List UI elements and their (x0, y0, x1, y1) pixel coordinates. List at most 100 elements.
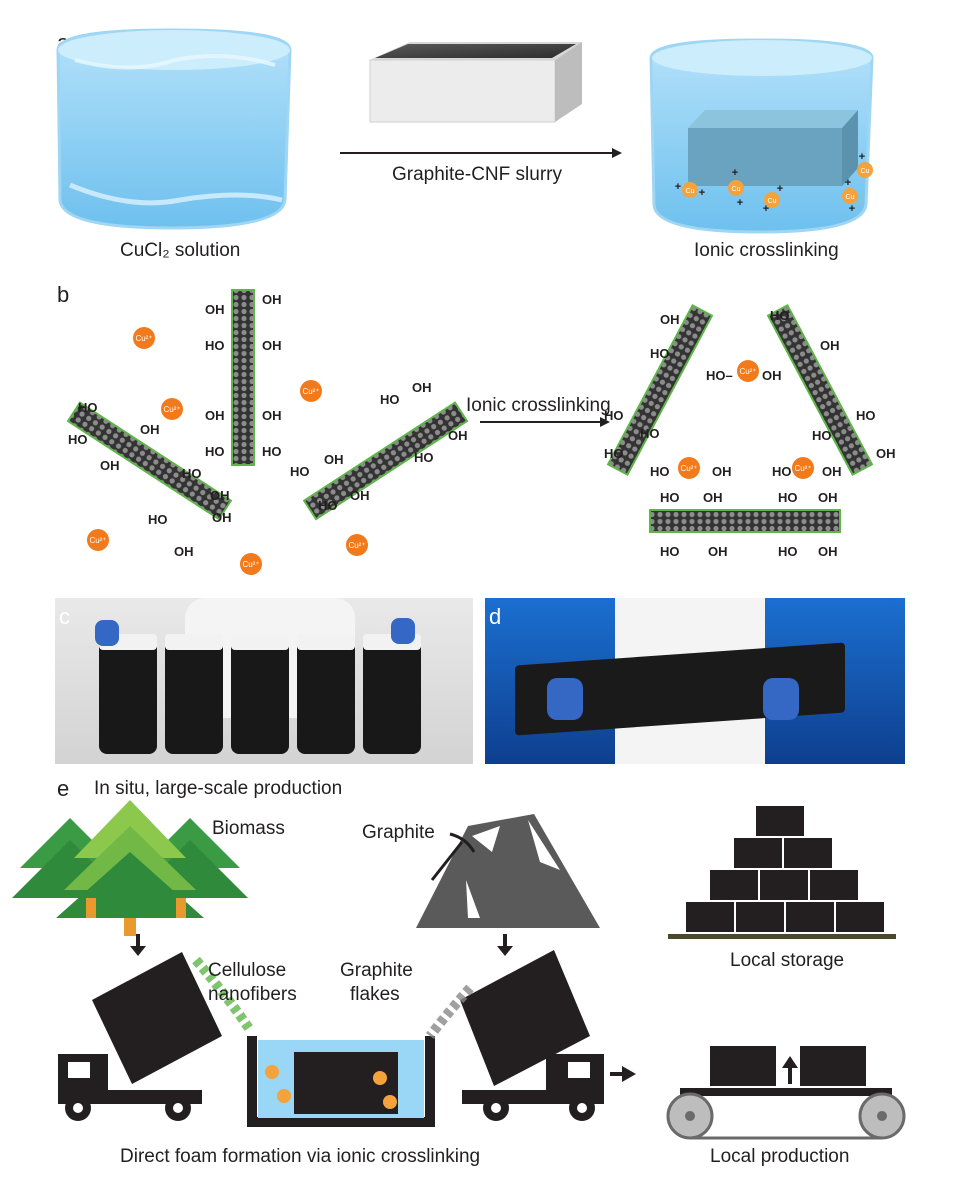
panel-b-label: b (57, 282, 70, 307)
svg-text:HO: HO (778, 544, 798, 559)
cellulose-label-1: Cellulose (208, 960, 287, 981)
svg-text:HO: HO (778, 490, 798, 505)
svg-text:OH: OH (205, 302, 225, 317)
svg-text:HO: HO (262, 444, 282, 459)
jars-photo (55, 598, 473, 764)
svg-text:OH: OH (205, 408, 225, 423)
svg-text:HO: HO (650, 346, 670, 361)
svg-text:OH: OH (210, 488, 230, 503)
svg-text:HO: HO (205, 444, 225, 459)
panel-b-arrow-caption: Ionic crosslinking (466, 395, 611, 416)
svg-text:HO: HO (812, 428, 832, 443)
svg-text:Cu²⁺: Cu²⁺ (135, 334, 152, 343)
local-storage-label: Local storage (730, 950, 845, 971)
svg-text:HO: HO (68, 432, 88, 447)
local-production-caption: Local production (710, 1146, 850, 1167)
svg-text:Cu²⁺: Cu²⁺ (89, 536, 106, 545)
svg-text:OH: OH (100, 458, 120, 473)
biomass-label: Biomass (212, 818, 285, 839)
svg-text:+: + (699, 187, 705, 199)
svg-text:OH: OH (822, 464, 842, 479)
svg-text:HO: HO (660, 490, 680, 505)
panel-c-label: c (59, 604, 70, 629)
svg-text:+: + (845, 177, 851, 189)
svg-text:Cu: Cu (861, 168, 870, 175)
svg-text:OH: OH (712, 464, 732, 479)
graphite-cnf-slab (369, 42, 582, 123)
svg-text:OH: OH (762, 368, 782, 383)
svg-text:Cu²⁺: Cu²⁺ (163, 405, 180, 414)
svg-text:HO: HO (414, 450, 434, 465)
crosslinking-tank (247, 1036, 435, 1127)
svg-text:OH: OH (262, 338, 282, 353)
svg-text:+: + (763, 203, 769, 215)
graphite-sheet (766, 304, 874, 476)
panel-e-label: e (57, 776, 70, 801)
svg-text:HO: HO (604, 408, 624, 423)
flakes-label-1: Graphite (340, 960, 413, 981)
svg-text:Cu²⁺: Cu²⁺ (348, 541, 365, 550)
svg-text:HO: HO (380, 392, 400, 407)
panel-d-label: d (489, 604, 502, 629)
graphite-mountain (416, 814, 600, 928)
cucl2-beaker (56, 28, 292, 230)
panel-e-arrows (130, 934, 798, 1084)
biomass-trees (12, 800, 248, 936)
crosslinking-beaker (649, 38, 874, 234)
svg-text:HO: HO (770, 308, 790, 323)
graphite-truck (426, 950, 604, 1121)
svg-text:+: + (737, 197, 743, 209)
panel-e-title: In situ, large-scale production (94, 778, 343, 799)
cucl2-caption: CuCl₂ solution (120, 240, 241, 261)
ionic-crosslinking-caption: Ionic crosslinking (694, 240, 839, 261)
svg-text:+: + (849, 203, 855, 215)
panel-b-graphics: Cu²⁺Cu²⁺ Cu²⁺Cu²⁺ Cu²⁺Cu²⁺ Cu²⁺Cu²⁺ Cu²⁺… (66, 289, 896, 575)
svg-text:Cu²⁺: Cu²⁺ (302, 387, 319, 396)
svg-text:HO: HO (148, 512, 168, 527)
stored-foam-blocks (668, 806, 896, 939)
svg-text:+: + (675, 181, 681, 193)
svg-text:Cu: Cu (846, 194, 855, 201)
svg-text:OH: OH (262, 292, 282, 307)
svg-text:HO: HO (856, 408, 876, 423)
svg-text:HO: HO (604, 446, 624, 461)
panel-a-copper-ions: Cu Cu Cu Cu Cu (682, 162, 873, 208)
svg-text:HO: HO (182, 466, 202, 481)
foam-photo (485, 598, 905, 764)
svg-text:HO–: HO– (706, 368, 733, 383)
graphite-sheet (302, 401, 469, 521)
graphite-sheet (231, 289, 255, 466)
svg-text:OH: OH (820, 338, 840, 353)
graphite-sheet (649, 509, 841, 533)
graphite-sheet (606, 304, 714, 476)
panel-a-graphics: Cu Cu Cu Cu Cu ++ ++ ++ ++ + (56, 28, 874, 234)
svg-text:Cu²⁺: Cu²⁺ (242, 560, 259, 569)
foam-formation-caption: Direct foam formation via ionic crosslin… (120, 1146, 481, 1167)
svg-text:OH: OH (876, 446, 896, 461)
conveyor (666, 1046, 906, 1140)
svg-text:HO: HO (660, 544, 680, 559)
flakes-label-2: flakes (350, 984, 400, 1005)
graphite-sheet (66, 401, 233, 521)
svg-text:OH: OH (324, 452, 344, 467)
cnf-truck (58, 952, 255, 1121)
svg-text:OH: OH (174, 544, 194, 559)
svg-text:OH: OH (140, 422, 160, 437)
svg-text:HO: HO (640, 426, 660, 441)
svg-text:OH: OH (703, 490, 723, 505)
svg-text:Cu: Cu (768, 198, 777, 205)
svg-text:OH: OH (350, 488, 370, 503)
svg-text:OH: OH (448, 428, 468, 443)
svg-text:HO: HO (650, 464, 670, 479)
svg-text:Cu: Cu (732, 186, 741, 193)
ion-label: Cu (686, 188, 695, 195)
svg-text:HO: HO (772, 464, 792, 479)
svg-text:OH: OH (818, 490, 838, 505)
svg-text:OH: OH (262, 408, 282, 423)
slurry-caption: Graphite-CNF slurry (392, 164, 562, 185)
svg-text:OH: OH (708, 544, 728, 559)
svg-text:+: + (777, 183, 783, 195)
svg-text:+: + (859, 151, 865, 163)
